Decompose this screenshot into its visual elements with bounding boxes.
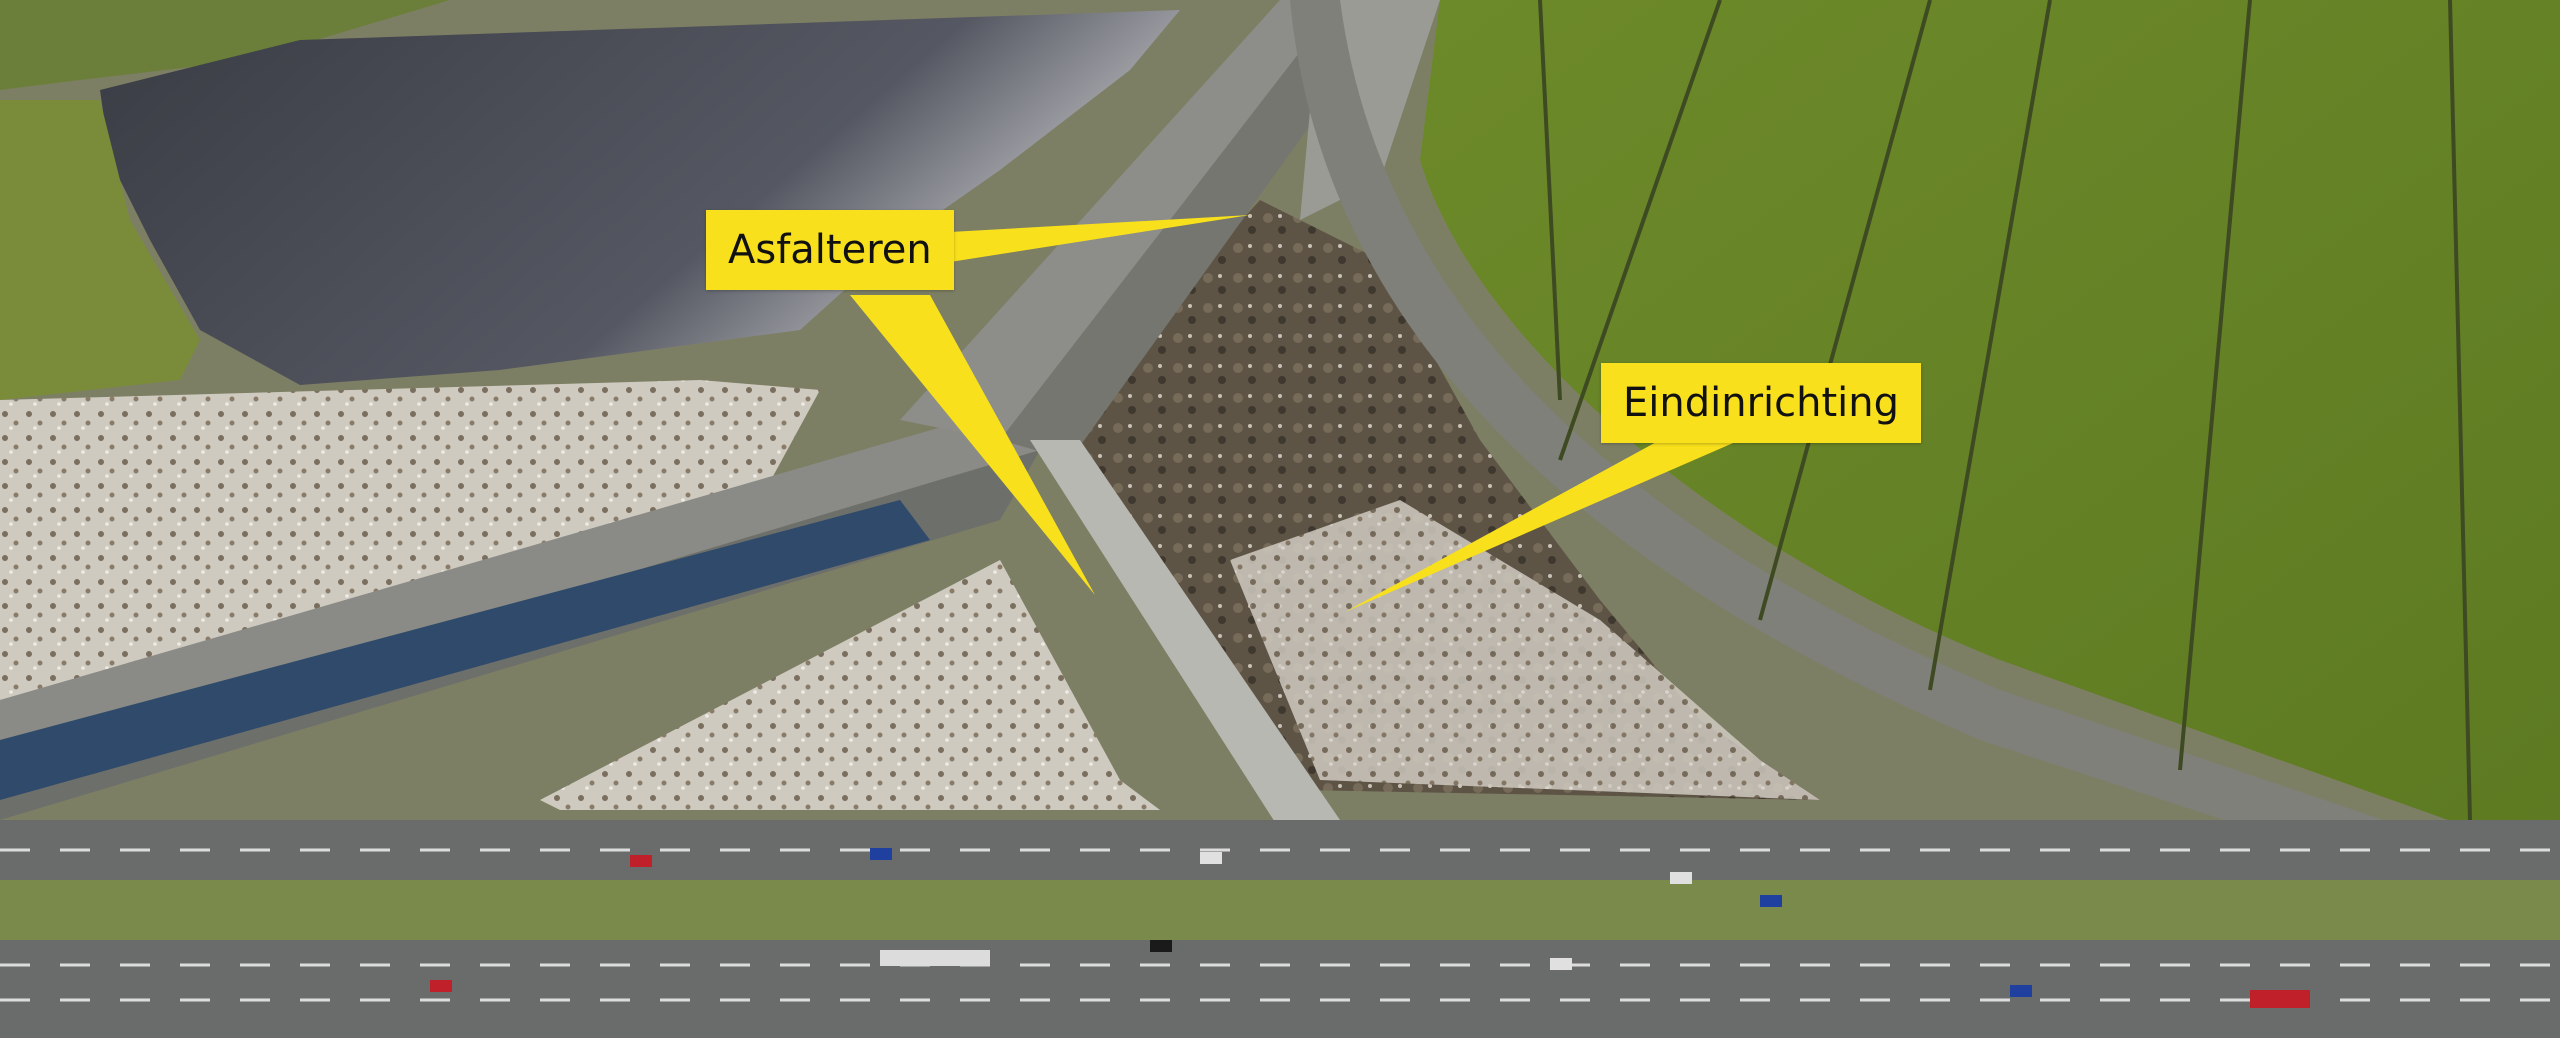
highway-median [0,880,2560,940]
snow-field-left [0,380,820,700]
asfalteren-pointer-top [950,215,1250,262]
ramp-up-right [1000,0,1400,460]
grass-bank [0,100,200,400]
snow-field-center [540,560,1160,810]
callout-eindinrichting: Eindinrichting [1601,363,1922,443]
green-fields [1420,0,2560,860]
water [100,10,1180,385]
snow-patch [1230,500,1820,800]
bridge-structure [1030,440,1340,830]
ramp-up-left [900,0,1340,440]
grass-strip [0,0,450,90]
cars [430,848,2310,1008]
callout-asfalteren: Asfalteren [706,210,954,290]
lane-markings [0,848,2560,1002]
field-ditches [1538,0,2472,821]
asfalteren-pointer-bottom [850,295,1095,595]
eindinrichting-pointer [1345,440,1740,612]
callout-asfalteren-label: Asfalteren [728,227,932,273]
callout-eindinrichting-label: Eindinrichting [1623,380,1900,426]
canal [0,500,930,800]
